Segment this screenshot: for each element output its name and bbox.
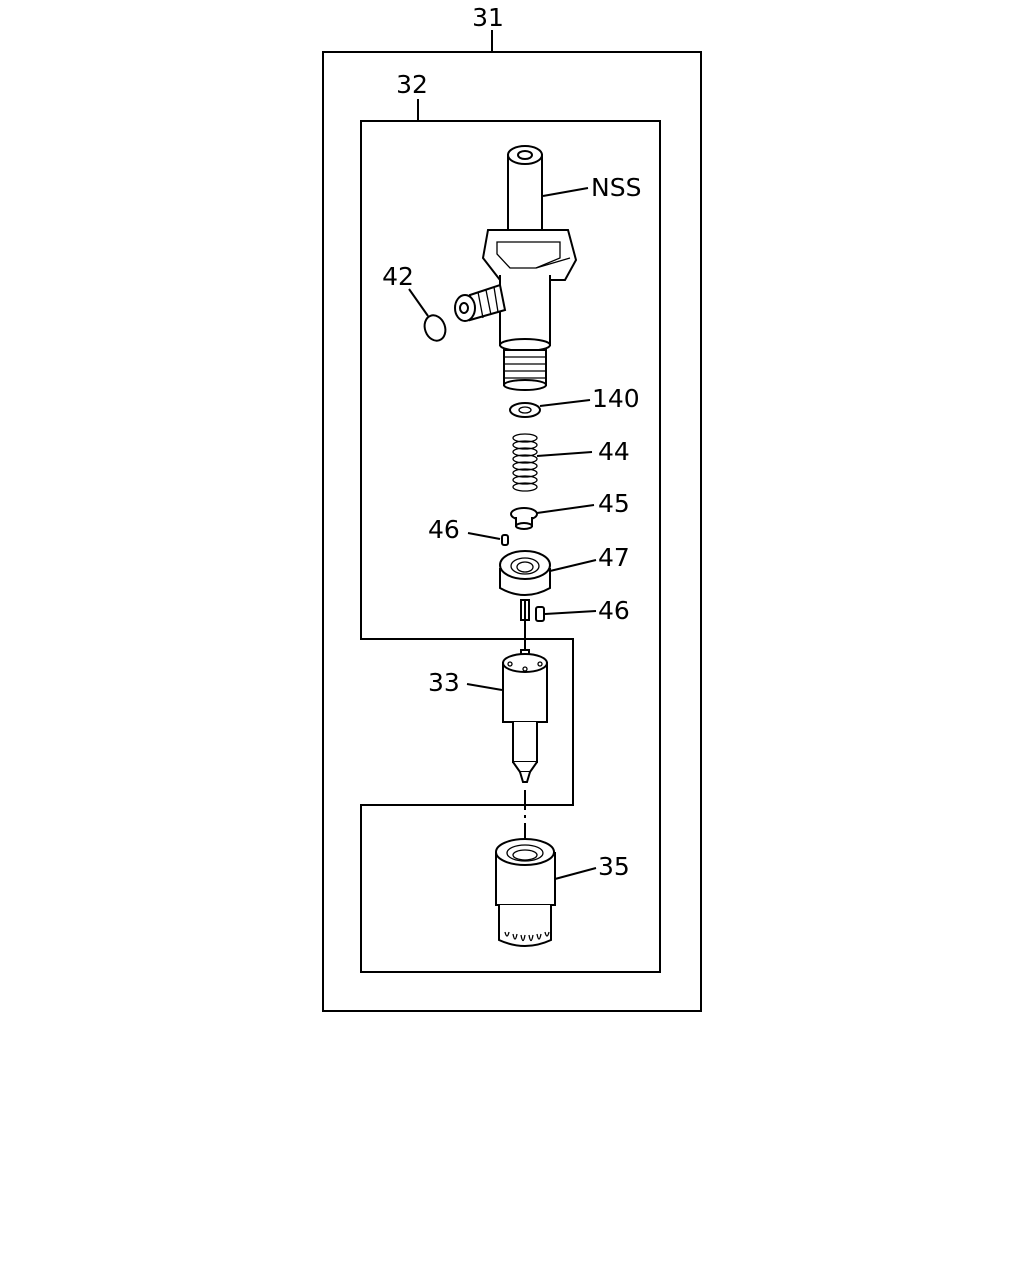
leader-45 [536,504,595,514]
callout-33: 33 [428,668,460,697]
leader-42 [408,288,429,317]
nozzle-holder-body-icon [454,145,578,391]
callout-44: 44 [598,437,630,466]
leader-140 [539,399,591,407]
leader-46b [544,610,597,615]
leader-47 [549,559,597,572]
callout-46b: 46 [598,596,630,625]
callout-32: 32 [396,70,428,99]
callout-nss: NSS [591,173,641,202]
nozzle-icon [502,649,548,783]
leader-35 [554,867,597,880]
spring-seat-icon [510,507,538,530]
callout-46a: 46 [428,515,460,544]
retaining-nut-icon [495,838,556,947]
leader-44 [536,451,593,457]
shim-washer-icon [509,402,541,418]
callout-31: 31 [472,3,504,32]
dowel-pin-icon [535,606,545,622]
leader-46a [467,532,501,540]
o-ring-icon [423,314,447,342]
callout-42: 42 [382,262,414,291]
subassembly-frame-32 [360,120,661,973]
callout-35: 35 [598,852,630,881]
dowel-pin-icon [501,534,509,546]
spring-icon [512,433,538,492]
leader-nss [542,187,589,197]
callout-140: 140 [592,384,640,413]
callout-45: 45 [598,489,630,518]
leader-33 [466,683,503,691]
assembly-frame-31 [322,51,702,1012]
callout-47: 47 [598,543,630,572]
